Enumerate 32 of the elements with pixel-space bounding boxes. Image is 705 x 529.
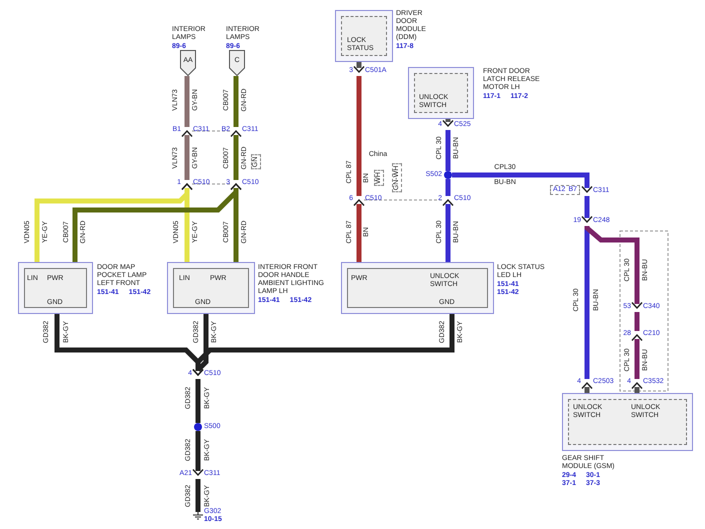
wire xyxy=(452,172,593,193)
wire xyxy=(634,312,640,331)
wire xyxy=(192,431,204,476)
component-box xyxy=(341,262,494,314)
wire xyxy=(442,119,454,127)
wire xyxy=(192,314,454,376)
wire xyxy=(581,382,593,393)
wire xyxy=(181,130,193,180)
wire xyxy=(446,179,450,196)
wire xyxy=(353,62,365,73)
wire xyxy=(230,183,242,262)
wire xyxy=(446,130,450,171)
wire xyxy=(581,196,593,223)
wire xyxy=(631,382,643,393)
component-box xyxy=(408,67,474,119)
dashed-connector-link xyxy=(192,130,232,132)
component-box xyxy=(335,10,393,62)
wire xyxy=(196,379,200,423)
wire xyxy=(196,479,200,512)
wire xyxy=(442,199,454,262)
wire xyxy=(230,130,242,180)
wire xyxy=(631,334,643,379)
wire xyxy=(234,76,238,127)
ground-symbol-icon xyxy=(192,512,204,520)
component-box xyxy=(167,262,255,314)
wire xyxy=(356,76,362,196)
component-box xyxy=(562,393,693,451)
component-box xyxy=(18,262,93,314)
wire xyxy=(353,199,365,262)
wire xyxy=(584,226,643,309)
wire xyxy=(181,183,193,262)
wire xyxy=(184,76,190,127)
